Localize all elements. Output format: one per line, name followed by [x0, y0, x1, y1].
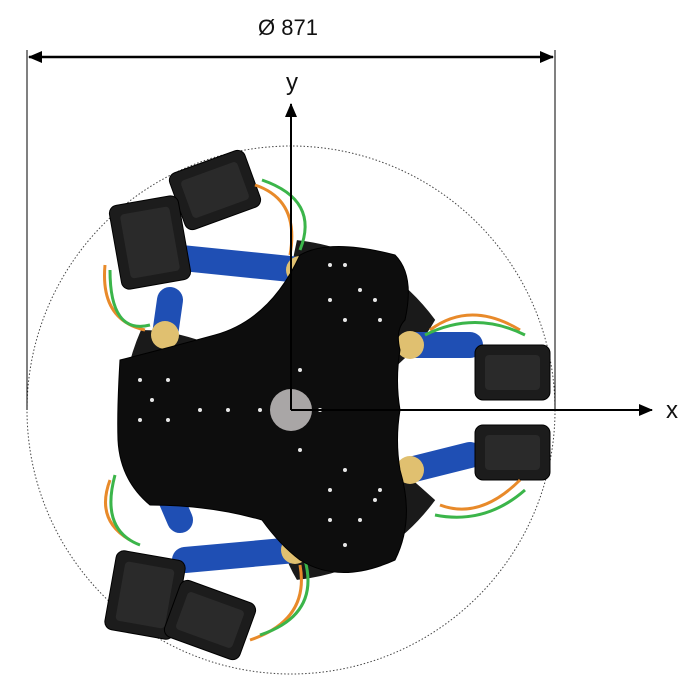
- mounting-hole: [378, 488, 382, 492]
- servo-motor: [474, 344, 551, 401]
- diameter-dimension: Ø 871: [26, 15, 556, 410]
- cable: [254, 183, 294, 256]
- servo-motor: [104, 550, 186, 640]
- leg-joint: [396, 331, 424, 359]
- cable: [434, 488, 526, 519]
- cable: [259, 559, 310, 637]
- motor-face: [176, 592, 244, 648]
- cable: [104, 479, 131, 542]
- mounting-hole: [328, 263, 332, 267]
- motor-face: [120, 206, 180, 279]
- mounting-hole: [138, 418, 142, 422]
- mounting-hole: [343, 543, 347, 547]
- mounting-hole: [378, 318, 382, 322]
- mounting-hole: [198, 408, 202, 412]
- mounting-hole: [358, 518, 362, 522]
- cable: [108, 269, 151, 328]
- motor-face: [181, 162, 249, 218]
- coordinate-axes: x y: [285, 69, 678, 424]
- mounting-hole: [166, 378, 170, 382]
- motor-face: [485, 435, 540, 470]
- servo-motor: [163, 579, 257, 661]
- mounting-hole: [373, 298, 377, 302]
- leg-joint: [151, 321, 179, 349]
- leg-joint: [396, 456, 424, 484]
- mounting-hole: [298, 448, 302, 452]
- hexapod-robot: [103, 149, 551, 661]
- cable: [429, 313, 521, 332]
- cable: [109, 474, 141, 547]
- actuator-leg: [172, 537, 308, 573]
- mounting-hole: [328, 298, 332, 302]
- x-axis-label: x: [666, 397, 678, 424]
- actuator-leg: [169, 245, 313, 283]
- servo-motor: [474, 424, 551, 481]
- mounting-hole: [358, 288, 362, 292]
- motor-face: [485, 355, 540, 390]
- mounting-hole: [343, 468, 347, 472]
- cable: [424, 321, 526, 337]
- mounting-hole: [138, 378, 142, 382]
- mounting-hole: [328, 488, 332, 492]
- servo-motor: [108, 195, 192, 290]
- y-axis-label: y: [286, 69, 298, 96]
- mounting-hole: [373, 498, 377, 502]
- motor-face: [115, 561, 175, 629]
- cable: [439, 478, 522, 511]
- mounting-hole: [328, 518, 332, 522]
- mounting-hole: [343, 263, 347, 267]
- mounting-hole: [258, 408, 262, 412]
- servo-motor: [168, 149, 262, 231]
- diameter-label: Ø 871: [258, 15, 318, 40]
- mounting-hole: [298, 368, 302, 372]
- mounting-hole: [226, 408, 230, 412]
- mounting-hole: [150, 398, 154, 402]
- cable: [261, 178, 307, 251]
- mounting-hole: [343, 318, 347, 322]
- mounting-hole: [166, 418, 170, 422]
- top-platform: [117, 246, 409, 573]
